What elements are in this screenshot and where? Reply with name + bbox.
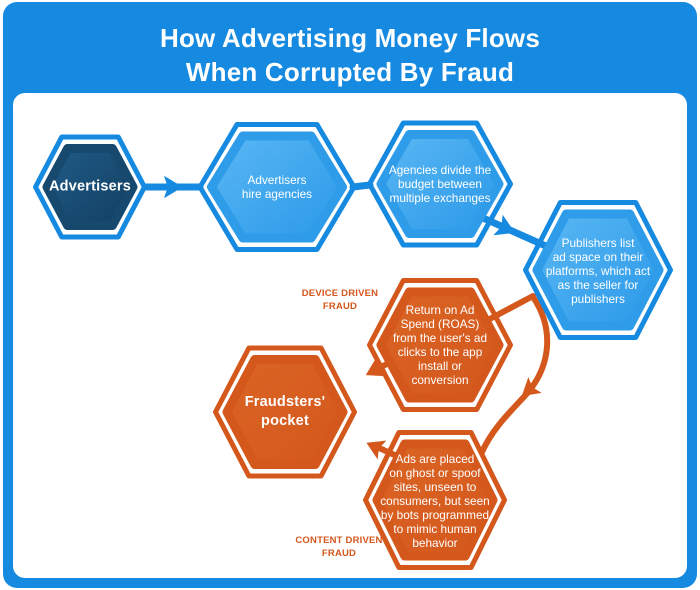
hexagon-label-roas: Return on Ad Spend (ROAS) from the user'… — [392, 303, 488, 387]
hexagon-border — [367, 278, 513, 412]
infographic-title: How Advertising Money Flows When Corrupt… — [159, 23, 541, 87]
hexagon-border — [367, 120, 513, 248]
hexagon-fill — [207, 131, 347, 243]
hexagon-fill — [222, 355, 348, 469]
arrowhead-icon — [366, 440, 387, 460]
hexagon-label-ads-placed: Ads are placed on ghost or spoof sites, … — [380, 452, 490, 550]
hexagon-label-hire-agencies: Advertisers hire agencies — [241, 173, 313, 201]
hexagon-border — [523, 200, 673, 340]
hexagon-fill — [376, 287, 504, 403]
hexagon-ads-placed — [363, 430, 507, 570]
hexagon-fill — [532, 209, 664, 331]
content-driven-fraud-label: CONTENT DRIVEN FRAUD — [295, 535, 383, 559]
hexagon-fraudsters-pocket — [213, 345, 357, 479]
device-driven-fraud-label: DEVICE DRIVEN FRAUD — [301, 288, 379, 312]
hexagon-border — [197, 122, 357, 252]
hexagon-fill — [376, 130, 504, 238]
flow-hexagons — [33, 120, 673, 570]
hexagon-border — [213, 345, 357, 479]
hexagon-label-advertisers: Advertisers — [49, 178, 131, 195]
hexagon-label-agencies-divide: Agencies divide the budget between multi… — [388, 163, 492, 205]
hexagon-hire-agencies — [197, 122, 357, 252]
hexagon-advertisers — [33, 134, 147, 240]
hexagon-border — [33, 134, 147, 240]
arc-publishers-to-ads — [479, 294, 551, 455]
hexagon-label-publishers-list: Publishers list ad space on their platfo… — [545, 236, 651, 306]
hexagon-fill — [42, 144, 138, 230]
hexagon-fill — [372, 439, 498, 561]
hexagon-agencies-divide — [367, 120, 513, 248]
arrow-advertisers-to-agencies — [142, 175, 204, 199]
hexagon-roas — [367, 278, 513, 412]
hexagon-publishers-list — [523, 200, 673, 340]
hexagon-border — [363, 430, 507, 570]
arrowhead-icon — [521, 377, 542, 397]
hexagon-label-fraudsters-pocket: Fraudsters' pocket — [244, 394, 326, 429]
arrowhead-icon — [164, 175, 183, 199]
arrowhead-icon — [493, 214, 516, 236]
